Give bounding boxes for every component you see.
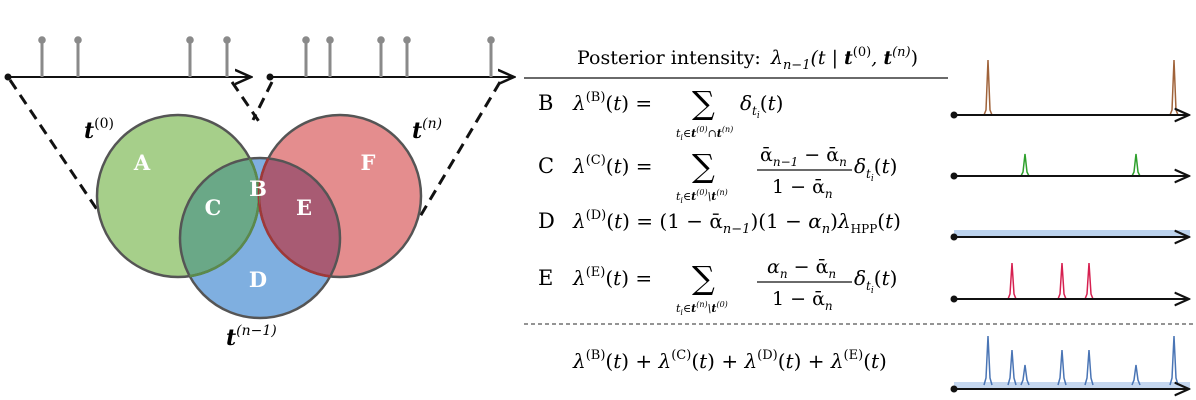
plot-C xyxy=(950,153,1190,180)
row-E-lhs: λ(E)(t) = xyxy=(572,265,652,290)
row-B-sum-under: ti∈t(0)∩t(n) xyxy=(676,125,733,142)
formula-table: Posterior intensity: λn−1(t | t(0), t(n)… xyxy=(524,45,1196,373)
spike-B-1 xyxy=(983,59,993,116)
region-label-A: A xyxy=(133,150,151,175)
region-label-C: C xyxy=(205,195,222,220)
spike-E-1 xyxy=(1007,262,1017,300)
total-formula: λ(B)(t) + λ(C)(t) + λ(D)(t) + λ(E)(t) xyxy=(572,348,887,373)
set-label-t0: t(0) xyxy=(84,116,114,144)
row-B-lhs: λ(B)(t) = xyxy=(572,90,652,115)
region-label-F: F xyxy=(361,150,376,175)
row-E-sum-under: ti∈t(n)\t(0) xyxy=(676,300,728,317)
row-E-num: αn − ᾱn xyxy=(767,256,836,281)
timeline-tn xyxy=(266,36,515,80)
spike-B-2 xyxy=(1169,59,1179,116)
spike-C-1 xyxy=(1020,153,1030,177)
row-label-D: D xyxy=(538,209,555,233)
row-label-C: C xyxy=(538,154,554,178)
spike-E-2 xyxy=(1057,262,1067,300)
intensity-plots xyxy=(950,59,1191,393)
row-E: E λ(E)(t) = ∑ ti∈t(n)\t(0) αn − ᾱn 1 − ᾱ… xyxy=(538,256,897,317)
plot-E xyxy=(950,262,1190,303)
venn-diagram: A C B E F D t(0) t(n) t(n−1) xyxy=(84,113,442,351)
region-label-D: D xyxy=(249,267,267,292)
plot-total xyxy=(950,335,1191,393)
row-B-sum: ∑ xyxy=(692,84,715,122)
region-label-E: E xyxy=(296,195,312,220)
stem-marks-t0 xyxy=(38,36,231,77)
row-C-lhs: λ(C)(t) = xyxy=(572,153,653,178)
region-E-overlap xyxy=(259,158,340,277)
timeline-t0 xyxy=(4,36,252,80)
row-D-formula: λ(D)(t) = (1 − ᾱn−1)(1 − αn)λHPP(t) xyxy=(572,208,901,237)
row-label-B: B xyxy=(538,91,553,115)
header-prefix: Posterior intensity: xyxy=(577,47,761,69)
row-C-sum: ∑ xyxy=(692,147,715,185)
region-C-overlap xyxy=(180,158,259,277)
row-C-rhs: δti(t) xyxy=(854,154,897,184)
stem-marks-tn xyxy=(302,36,495,77)
row-E-rhs: δti(t) xyxy=(854,266,897,296)
spike-E-3 xyxy=(1084,262,1094,300)
region-label-B: B xyxy=(249,176,267,201)
row-C-sum-under: ti∈t(0)\t(n) xyxy=(676,188,728,205)
row-B-rhs: δti(t) xyxy=(740,91,783,121)
row-C: C λ(C)(t) = ∑ ti∈t(0)\t(n) ᾱn−1 − ᾱn 1 −… xyxy=(538,144,897,205)
row-C-den: 1 − ᾱn xyxy=(772,176,833,201)
row-E-den: 1 − ᾱn xyxy=(772,288,833,313)
hpp-band xyxy=(954,230,1190,237)
spike-C-2 xyxy=(1131,153,1141,177)
header: Posterior intensity: λn−1(t | t(0), t(n)… xyxy=(577,45,918,73)
row-C-num: ᾱn−1 − ᾱn xyxy=(760,144,847,169)
total-band xyxy=(954,382,1190,389)
total-spikes xyxy=(983,335,1179,386)
set-label-tn: t(n) xyxy=(412,116,442,144)
plot-D xyxy=(950,230,1191,241)
row-D: D λ(D)(t) = (1 − ᾱn−1)(1 − αn)λHPP(t) xyxy=(538,208,901,237)
header-formula: λn−1(t | t(0), t(n)) xyxy=(770,45,918,73)
projection-lines xyxy=(8,79,502,221)
set-label-tn1: t(n−1) xyxy=(226,323,277,351)
plot-B xyxy=(950,59,1190,119)
row-label-E: E xyxy=(538,266,553,290)
row-B: B λ(B)(t) = ∑ ti∈t(0)∩t(n) δti(t) xyxy=(538,84,783,142)
row-E-sum: ∑ xyxy=(692,259,715,297)
